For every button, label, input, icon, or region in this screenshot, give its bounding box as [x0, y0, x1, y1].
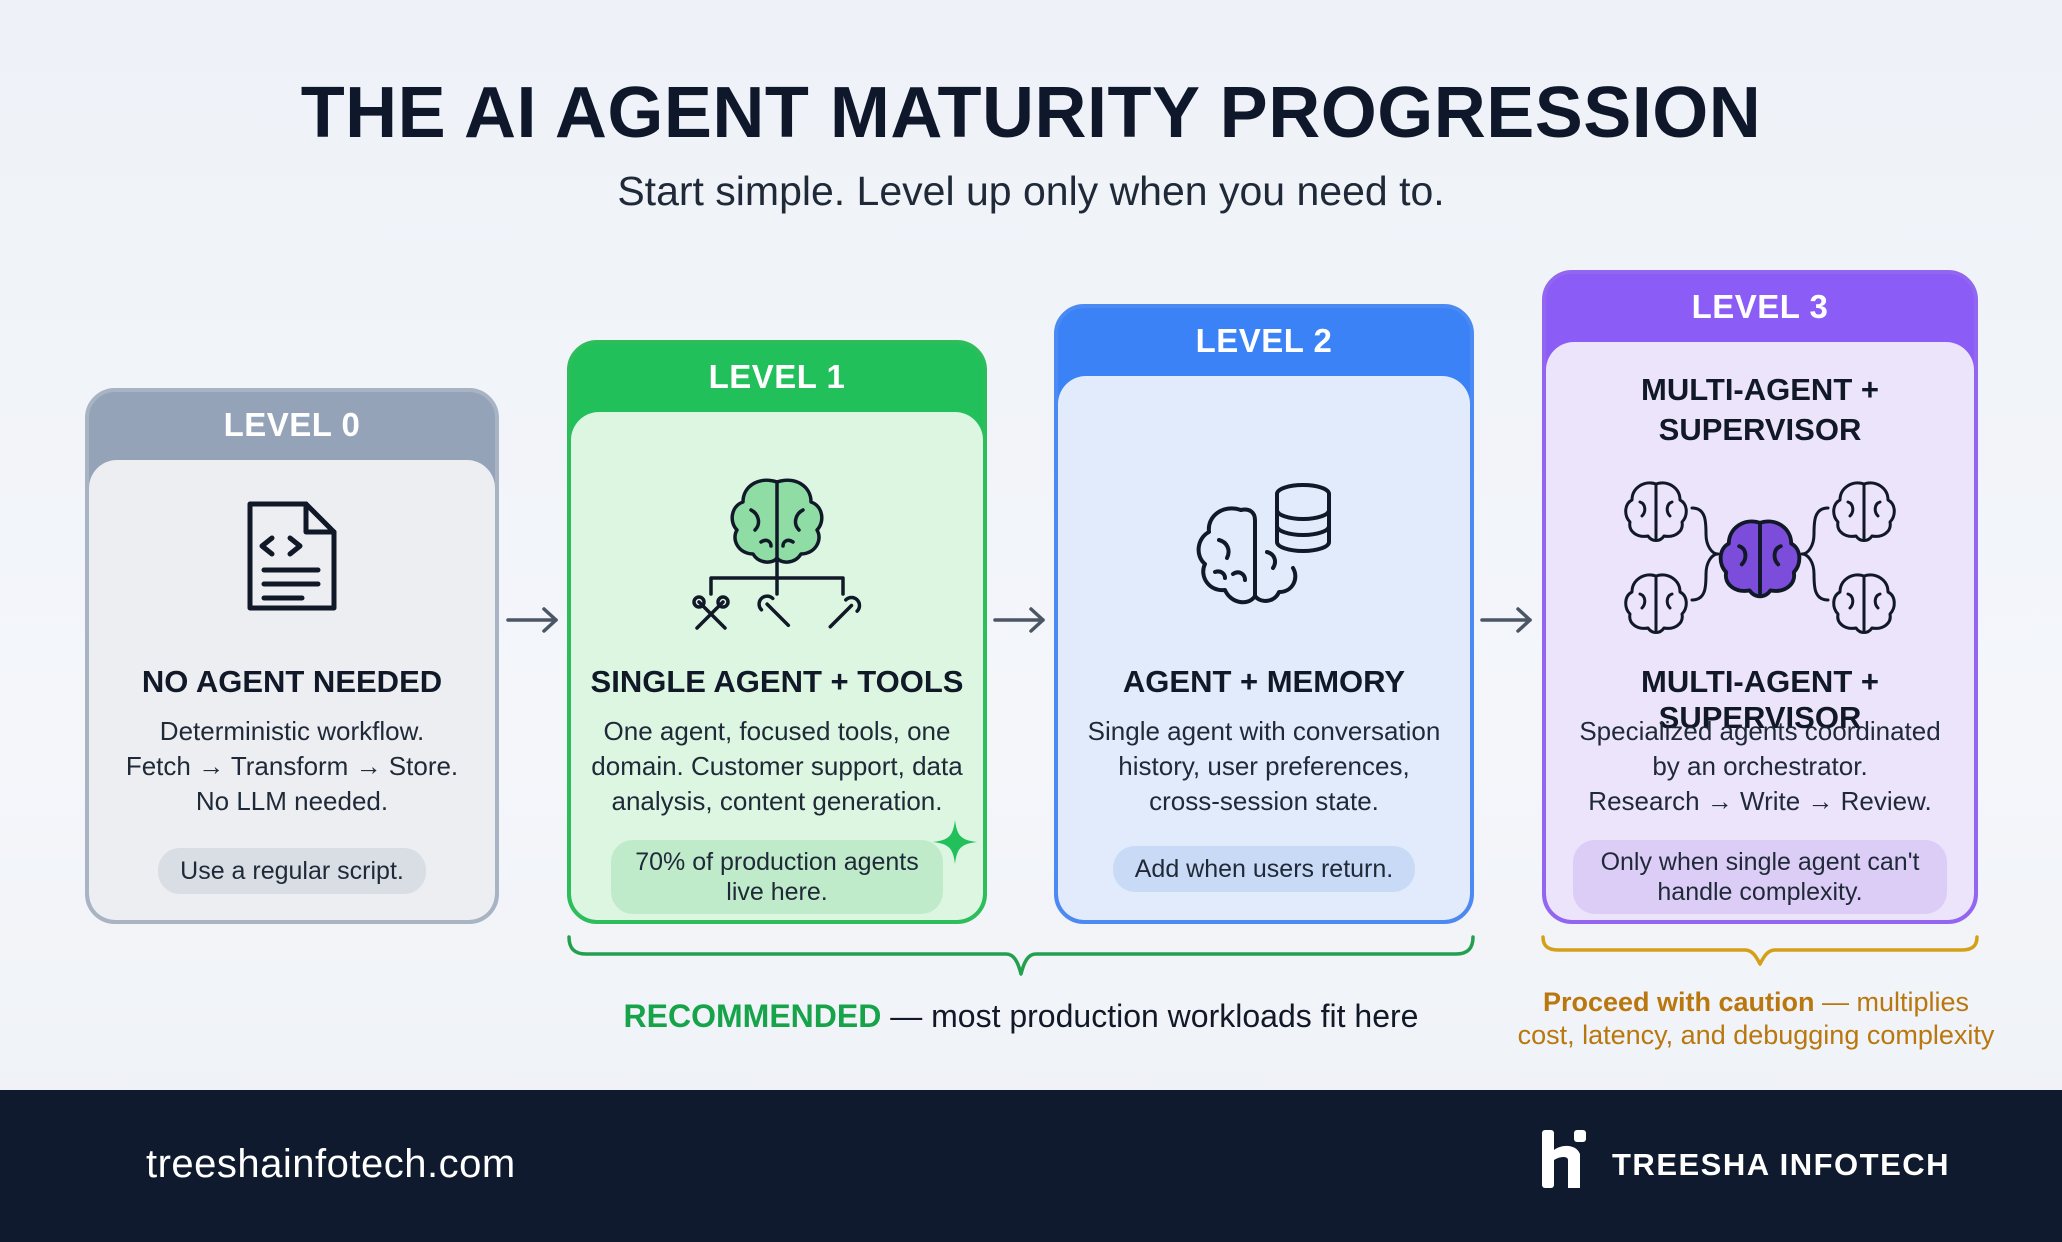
caution-note: Proceed with caution — multiplies cost, … [1517, 987, 1995, 1050]
level-1-heading: SINGLE AGENT + TOOLS [590, 664, 964, 699]
level-2-card: LEVEL 2 AGENT + MEMORY Single agent with… [1054, 304, 1474, 924]
arrow-right-icon [1480, 607, 1532, 633]
level-3-description: Specialized agents coordinated by an orc… [1579, 716, 1941, 816]
level-2-pill: Add when users return. [1113, 846, 1415, 892]
brand-name: TREESHA INFOTECH [1612, 1147, 1951, 1182]
level-3-body: MULTI-AGENT + SUPERVISOR [1546, 342, 1974, 920]
arrow-right-icon [993, 607, 1045, 633]
level-0-body: NO AGENT NEEDED Deterministic workflow. … [89, 460, 495, 920]
level-2-heading: AGENT + MEMORY [1122, 664, 1406, 699]
page-title: THE AI AGENT MATURITY PROGRESSION [300, 73, 1762, 153]
level-0-label: LEVEL 0 [223, 406, 361, 443]
footer-url[interactable]: treeshainfotech.com [146, 1142, 516, 1186]
level-3-title: MULTI-AGENT + SUPERVISOR [1641, 372, 1879, 447]
recommended-bracket [567, 935, 1475, 976]
level-3-card: LEVEL 3 MULTI-AGENT + SUPERVISOR [1542, 270, 1978, 924]
level-3-pill: Only when single agent can't handle comp… [1573, 840, 1947, 914]
level-1-label: LEVEL 1 [708, 358, 846, 395]
brain-with-tools-icon [571, 472, 983, 642]
level-1-card: LEVEL 1 SINGLE AGENT + TOOLS One agent, … [567, 340, 987, 924]
level-1-pill: 70% of production agents live here. [611, 840, 943, 914]
level-3-label: LEVEL 3 [1691, 288, 1829, 325]
level-2-body: AGENT + MEMORY Single agent with convers… [1058, 376, 1470, 920]
footer: treeshainfotech.com TREESHA INFOTECH [0, 1090, 2062, 1242]
level-0-description: Deterministic workflow. Fetch → Transfor… [125, 716, 459, 816]
level-2-description: Single agent with conversation history, … [1087, 716, 1441, 816]
recommended-note: RECOMMENDED — most production workloads … [623, 998, 1419, 1034]
level-0-pill: Use a regular script. [158, 848, 426, 894]
caution-bracket [1541, 935, 1979, 966]
treesha-logo-icon [1542, 1130, 1586, 1188]
level-1-description: One agent, focused tools, one domain. Cu… [591, 716, 963, 816]
level-0-heading: NO AGENT NEEDED [141, 664, 443, 699]
level-0-card: LEVEL 0 NO AGENT NEEDED Deterministic wo… [85, 388, 499, 924]
multi-brain-network-icon [1546, 472, 1974, 636]
brain-with-database-icon [1058, 480, 1470, 616]
page-subtitle: Start simple. Level up only when you nee… [617, 168, 1445, 214]
level-3-heading: MULTI-AGENT + SUPERVISOR [1641, 664, 1879, 735]
level-2-label: LEVEL 2 [1195, 322, 1333, 359]
sparkle-icon [933, 820, 977, 864]
level-1-body: SINGLE AGENT + TOOLS One agent, focused … [571, 412, 983, 920]
arrow-right-icon [506, 607, 558, 633]
code-document-icon [89, 498, 495, 614]
